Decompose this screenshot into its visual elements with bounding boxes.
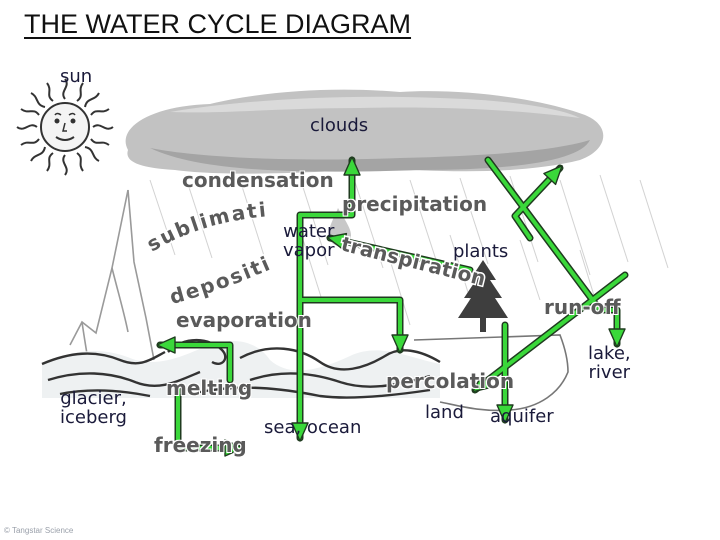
- aquifer-label: aquifer: [490, 408, 554, 427]
- water-vapor-line2: vapor: [283, 242, 335, 261]
- freezing-label: freezing: [154, 435, 247, 456]
- run-off-label: run-off: [544, 297, 621, 318]
- sun-icon: [17, 79, 113, 175]
- lake-river-line2: river: [588, 364, 631, 383]
- sea-ocean-label: sea, ocean: [264, 419, 361, 438]
- sun-label: sun: [60, 68, 92, 87]
- lake-river-label: lake, river: [588, 345, 631, 383]
- glacier-iceberg-label: glacier, iceberg: [60, 390, 127, 428]
- credit-text: © Tangstar Science: [4, 526, 73, 535]
- clouds-label: clouds: [310, 117, 368, 136]
- glacier-iceberg-line2: iceberg: [60, 409, 127, 428]
- precipitation-label: precipitation: [342, 194, 487, 215]
- land-label: land: [425, 404, 464, 423]
- melting-label: melting: [166, 378, 252, 399]
- plants-label: plants: [453, 243, 508, 262]
- water-vapor-label: water vapor: [283, 223, 335, 261]
- evaporation-label: evaporation: [176, 310, 312, 331]
- percolation-label: percolation: [386, 371, 514, 392]
- mountain-icon: [70, 190, 154, 360]
- page-title: THE WATER CYCLE DIAGRAM: [24, 9, 411, 40]
- condensation-label: condensation: [182, 170, 334, 191]
